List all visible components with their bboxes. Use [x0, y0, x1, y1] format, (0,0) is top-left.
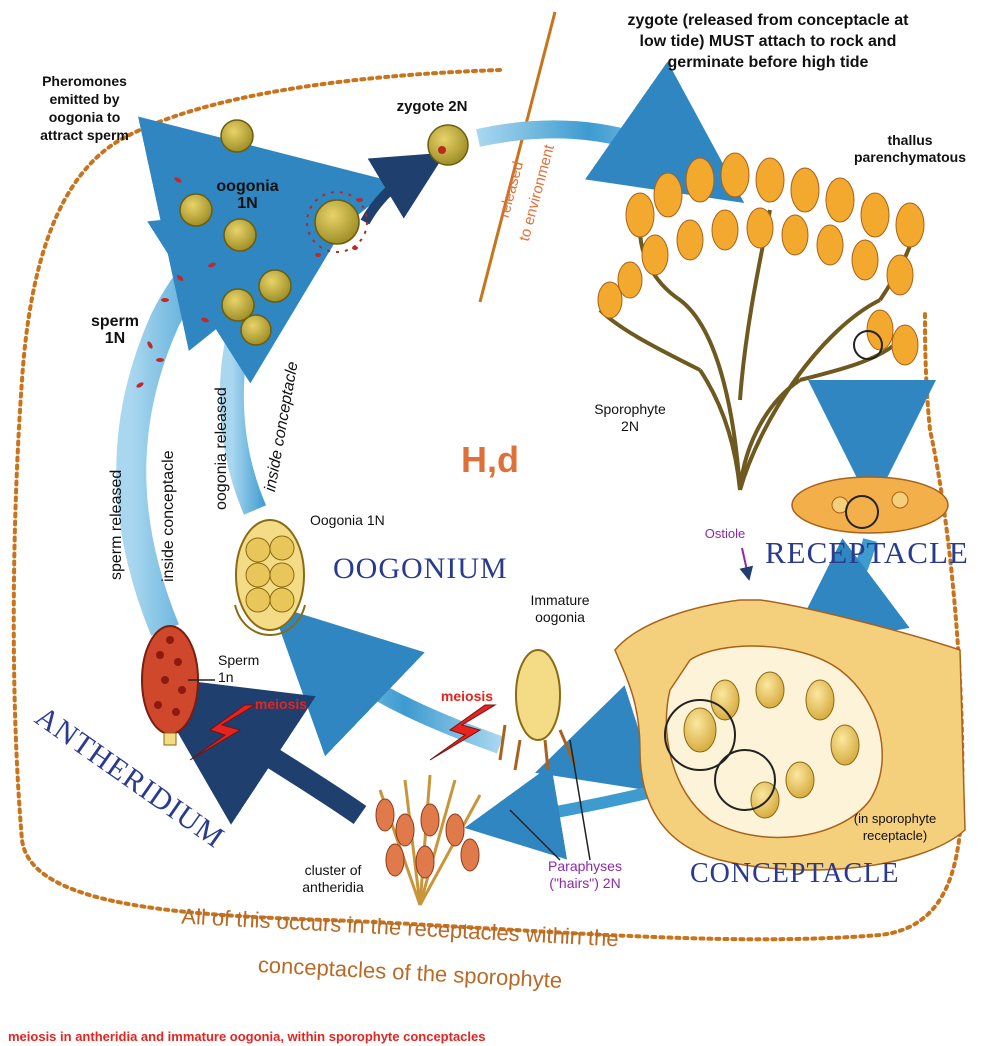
inside-conceptacle-left-label: inside conceptacle — [160, 450, 177, 582]
pheromones-label: Pheromones emitted by oogonia to attract… — [40, 73, 129, 143]
oogonium-cell — [234, 519, 306, 637]
pointer-paraphyses-2 — [569, 739, 591, 861]
oogonia-label: oogonia 1N — [216, 178, 279, 212]
sporophyte-label: Sporophyte 2N — [594, 401, 666, 434]
sperm-cells — [136, 177, 363, 388]
footer-note: meiosis in antheridia and immature oogon… — [8, 1029, 486, 1044]
conceptacle-title: CONCEPTACLE — [690, 858, 900, 889]
fertilization-cell — [306, 191, 368, 253]
antheridium-cell — [141, 625, 199, 746]
zygote-cell — [427, 124, 469, 166]
arrow-zygote-to-sporophyte — [476, 61, 745, 203]
paraphyses-label: Paraphyses ("hairs") 2N — [548, 858, 622, 891]
receptacle-section — [791, 476, 949, 534]
arrow-immature-to-oogonium — [271, 604, 504, 757]
arrow-conceptacle-to-immature — [534, 685, 659, 792]
receptacle-title: RECEPTACLE — [765, 535, 969, 570]
cluster-antheridia-label: cluster of antheridia — [302, 862, 364, 895]
zygote-release-note: zygote (released from conceptacle at low… — [627, 12, 909, 71]
pointer-paraphyses-1 — [509, 809, 561, 861]
center-mark: H,d — [461, 439, 519, 480]
lightning-icon-right — [429, 704, 497, 761]
meiosis-right-label: meiosis — [440, 688, 494, 704]
oogonium-title: OOGONIUM — [333, 552, 508, 585]
oogonia-released-label: oogonia released — [213, 387, 230, 510]
sperm-1n-label: Sperm 1n — [218, 652, 260, 685]
meiosis-left-label: meiosis — [254, 696, 308, 712]
arrow-fusion-to-zygote — [360, 152, 446, 225]
release-divider — [478, 11, 557, 303]
ostiole-label: Ostiole — [704, 526, 746, 541]
in-sporophyte-receptacle-label: (in sporophyte receptacle) — [853, 811, 937, 843]
pointer-ostiole — [739, 547, 754, 581]
antheridia-cluster — [375, 774, 482, 906]
immature-oogonia-cell — [498, 649, 577, 771]
oogonia-1n-label: Oogonia 1N — [310, 512, 385, 528]
released-oogonia — [179, 119, 292, 346]
zygote-label: zygote 2N — [396, 98, 468, 115]
lightning-icon-left — [189, 704, 257, 761]
sperm-released-label: sperm released — [108, 469, 125, 580]
conceptacle-section — [614, 599, 966, 871]
sporophyte-thallus — [597, 152, 925, 491]
thallus-label: thallus parenchymatous — [853, 132, 967, 165]
immature-oogonia-label: Immature oogonia — [530, 592, 590, 625]
sperm-label: sperm 1N — [90, 313, 140, 347]
